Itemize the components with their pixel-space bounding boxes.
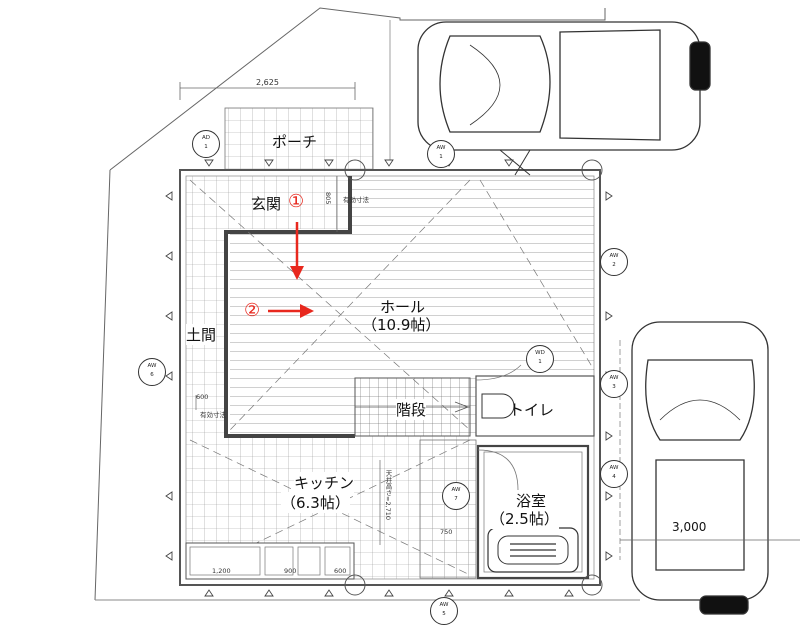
column-circle (581, 159, 603, 181)
kitchen-label: キッチン (294, 472, 355, 493)
hall-side-dim: 600 (196, 393, 209, 401)
genkan-label: 玄関 (251, 195, 282, 213)
ceiling-height-dim: 天井高さ=2,710 (384, 470, 392, 521)
parking-width-dim: 3,000 (672, 520, 707, 534)
yuko-dim-1: 有効寸法 (343, 196, 369, 204)
car-right (631, 321, 769, 615)
doma-area (186, 176, 226, 436)
bath-size-label: （2.5帖） (490, 508, 559, 529)
porch-area (224, 107, 374, 171)
toilet-bowl (481, 393, 515, 419)
yuko-dim-2: 有効寸法 (200, 411, 226, 419)
marker-2: ② (244, 300, 261, 321)
site-boundary (109, 7, 606, 171)
toilet-room (475, 375, 595, 437)
hall-wall (224, 176, 355, 438)
toilet-dim: 750 (440, 528, 453, 536)
kitchen-size-label: （6.3帖） (281, 492, 350, 513)
toilet-label: トイレ (509, 401, 555, 419)
hall-size-label: （10.9帖） (362, 316, 441, 334)
house-outline (179, 169, 601, 586)
hall-floor (230, 176, 594, 436)
marker-1: ① (288, 191, 305, 212)
kitchen-counter (185, 542, 355, 580)
bathroom (476, 444, 590, 580)
counter-dim-3: 600 (334, 567, 347, 575)
genkan-area (226, 176, 350, 229)
counter-dim-1: 1,200 (212, 567, 231, 575)
porch-width-dim: 2,625 (256, 78, 279, 87)
washroom (419, 439, 477, 579)
column-circle (344, 574, 366, 596)
genkan-depth-dim: 805 (324, 192, 332, 205)
column-circle (581, 574, 603, 596)
car-top (417, 21, 711, 176)
counter-dim-2: 900 (284, 567, 297, 575)
doma-label: 土間 (186, 324, 217, 345)
porch-label: ポーチ (272, 133, 318, 151)
bath-label: 浴室 (516, 490, 547, 511)
stairs-label: 階段 (396, 399, 427, 420)
hall-label: ホール (380, 298, 426, 316)
column-circle (344, 159, 366, 181)
